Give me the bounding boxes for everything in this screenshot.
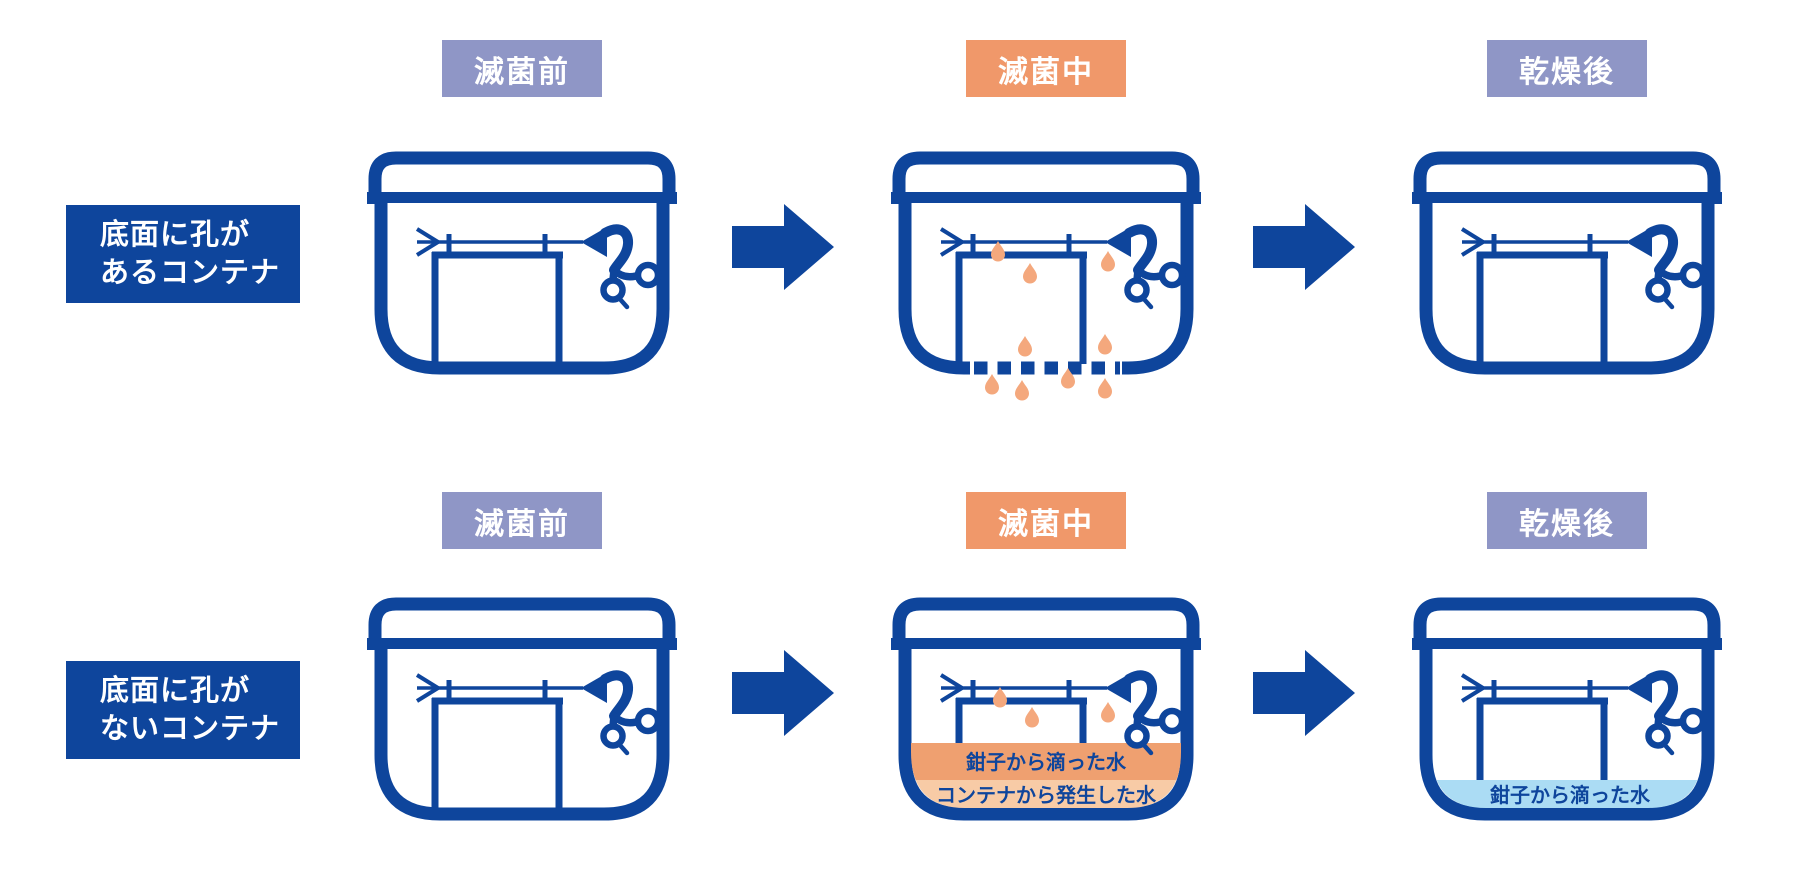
stage-header-during-row2: 滅菌中: [966, 492, 1126, 549]
stage-header-after-row1: 乾燥後: [1487, 40, 1647, 97]
container-lid: [1412, 158, 1722, 204]
water-drop-icon: [1015, 380, 1029, 401]
container-row1-before: [367, 151, 677, 411]
water-label: 鉗子から滴った水: [1490, 783, 1651, 807]
container-lid: [367, 604, 677, 650]
accumulated-water: [911, 743, 1181, 808]
row-label-container-with-holes: 底面に孔が あるコンテナ: [66, 205, 300, 303]
container-lid: [891, 604, 1201, 650]
flow-arrow-icon: [732, 204, 834, 290]
container-lid: [367, 158, 677, 204]
water-label: 鉗子から滴った水: [966, 750, 1127, 774]
row-label-line2: ないコンテナ: [100, 713, 281, 745]
water-layer-from-forceps: [1432, 780, 1702, 808]
flow-arrow-icon: [1253, 650, 1355, 736]
water-layer-from-forceps: [911, 743, 1181, 780]
container-lid: [891, 158, 1201, 204]
container-row1-after: [1412, 151, 1722, 411]
container-row2-before: [367, 597, 677, 857]
water-drop-icon: [1098, 378, 1112, 399]
row-label-line2: あるコンテナ: [100, 257, 281, 289]
stage-header-before-row1: 滅菌前: [442, 40, 602, 97]
stage-header-during-row1: 滅菌中: [966, 40, 1126, 97]
residual-water: [1432, 780, 1702, 808]
flow-arrow-icon: [1253, 204, 1355, 290]
water-drop-icon: [985, 374, 999, 395]
container-lid: [1412, 604, 1722, 650]
container-row2-during: 鉗子から滴った水 コンテナから発生した水: [891, 597, 1201, 857]
container-row1-during: [891, 151, 1201, 401]
container-row2-after: 鉗子から滴った水: [1412, 597, 1722, 857]
row-label-line1: 底面に孔が: [100, 675, 251, 707]
water-layer-from-container: [911, 780, 1181, 808]
stage-header-before-row2: 滅菌前: [442, 492, 602, 549]
water-label: コンテナから発生した水: [936, 783, 1157, 807]
flow-arrow-icon: [732, 650, 834, 736]
row-label-container-without-holes: 底面に孔が ないコンテナ: [66, 661, 300, 759]
stage-header-after-row2: 乾燥後: [1487, 492, 1647, 549]
row-label-line1: 底面に孔が: [100, 219, 251, 251]
